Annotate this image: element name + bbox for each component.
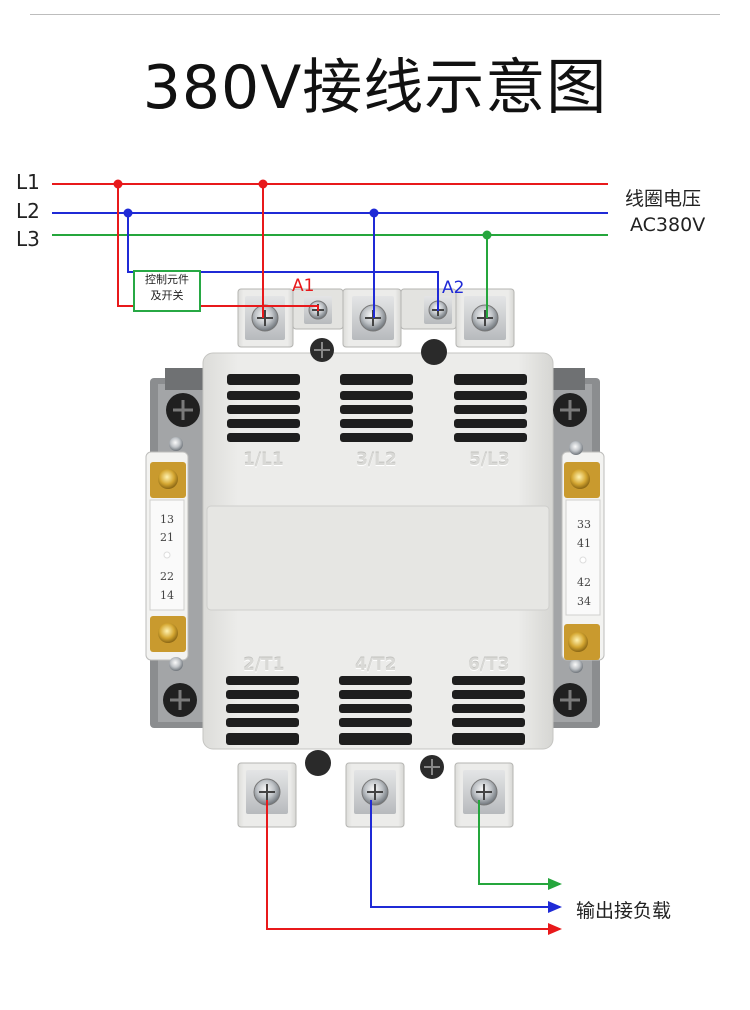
aux-block-right	[561, 441, 605, 673]
mount-hole-top	[421, 339, 447, 365]
junction-dot	[123, 208, 133, 218]
junction-dot	[113, 179, 123, 189]
l2-label: L2	[16, 199, 40, 223]
a1-label: A1	[292, 276, 315, 296]
nameplate-area	[206, 505, 550, 611]
input-terminal-label: 3/L2	[356, 450, 397, 470]
coil-voltage-label: 线圈电压	[625, 188, 702, 210]
terminal-4-t2	[354, 770, 396, 814]
terminal-5-l3	[464, 296, 506, 340]
top-divider	[30, 14, 720, 15]
frame-screw-top-right	[553, 393, 587, 427]
junction-dot	[258, 179, 268, 189]
junction-dot	[369, 208, 379, 218]
junction-dot	[482, 230, 492, 240]
output-terminal-label: 6/T3	[468, 655, 510, 675]
aux-right-number: 34	[577, 595, 591, 608]
bottom-vents	[226, 676, 525, 745]
a2-label: A2	[442, 278, 465, 298]
aux-left-number: 14	[160, 589, 174, 602]
aux-right-number: 41	[577, 537, 591, 550]
t2-output-wire	[370, 800, 562, 913]
terminal-1-l1	[245, 296, 285, 340]
body-screw-bottom	[420, 755, 444, 779]
aux-left-number: 13	[160, 513, 174, 526]
terminal-2-t1	[246, 770, 288, 814]
t3-output-wire	[478, 800, 562, 890]
output-terminal-label: 2/T1	[243, 655, 285, 675]
t1-output-wire	[266, 800, 562, 935]
output-load-label: 输出接负载	[576, 900, 672, 922]
page-title: 380V接线示意图	[142, 53, 608, 123]
aux-right-number: 42	[577, 576, 591, 589]
l3-label: L3	[16, 227, 40, 251]
frame-screw-bottom-left	[163, 683, 197, 717]
l1-control-wire	[117, 184, 319, 311]
control-element-box: 控制元件 及开关	[133, 270, 201, 312]
input-terminal-label: 5/L3	[469, 450, 510, 470]
control-box-line2: 及开关	[150, 289, 184, 302]
frame-screw-bottom-right	[553, 683, 587, 717]
frame-screw-top-left	[166, 393, 200, 427]
control-box-line1: 控制元件	[145, 273, 189, 286]
input-terminal-label: 1/L1	[243, 450, 284, 470]
aux-block-left	[145, 437, 189, 671]
top-vents	[227, 374, 527, 442]
l1-label: L1	[16, 170, 40, 194]
terminal-6-t3	[463, 770, 505, 814]
mount-hole-bottom	[305, 750, 331, 776]
coil-voltage-value: AC380V	[630, 214, 706, 236]
l2-control-wire	[127, 213, 439, 311]
aux-left-number: 22	[160, 570, 174, 583]
aux-left-number: 21	[160, 531, 174, 544]
body-screw-top	[310, 338, 334, 362]
aux-right-number: 33	[577, 518, 591, 531]
output-terminal-label: 4/T2	[355, 655, 397, 675]
